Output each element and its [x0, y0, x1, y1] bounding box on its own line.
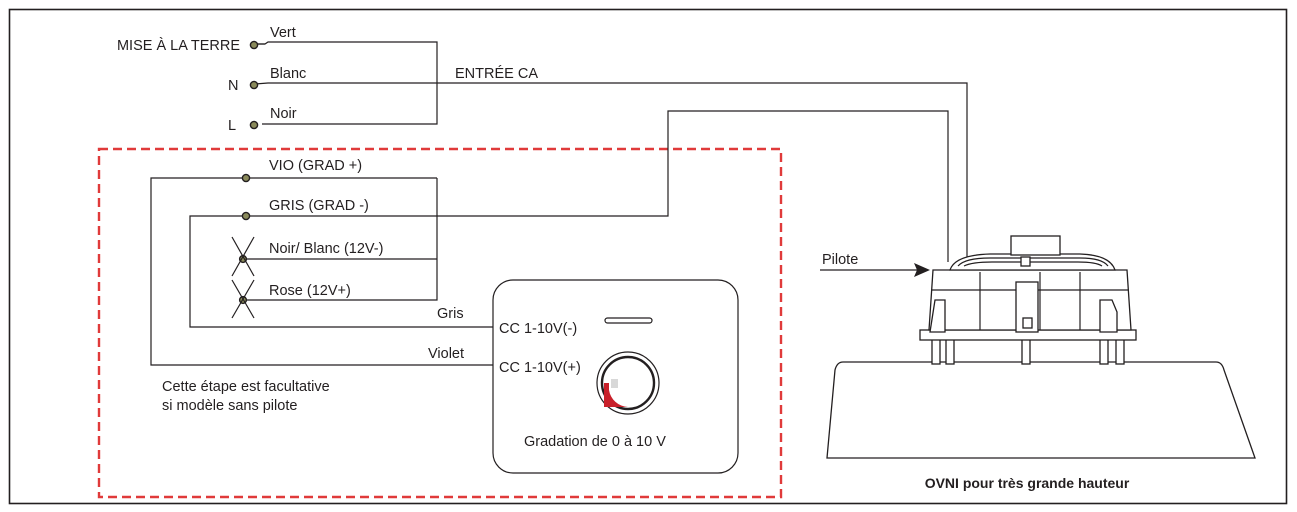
gris-terminal — [241, 211, 251, 221]
noir-blanc-wire-label: Noir/ Blanc (12V-) — [269, 241, 383, 257]
ground-wire-label: Vert — [270, 25, 296, 41]
dimmer-slot — [604, 317, 653, 324]
fixture-caption: OVNI pour très grande hauteur — [925, 475, 1130, 491]
dimmer-caption: Gradation de 0 à 10 V — [524, 434, 666, 450]
ground-label: MISE À LA TERRE — [117, 37, 240, 54]
neutral-label: N — [228, 78, 238, 94]
dimmer-knob-ring — [600, 355, 656, 411]
diagram-border — [8, 8, 1288, 505]
ac-input-label: ENTRÉE CA — [455, 65, 538, 82]
line-terminal — [249, 120, 259, 130]
gris-wire-label: GRIS (GRAD -) — [269, 198, 369, 214]
dimmer-terminal-minus: CC 1-10V(-) — [499, 321, 577, 337]
line-wire-label: Noir — [270, 106, 297, 122]
vio-wire-label: VIO (GRAD +) — [269, 158, 362, 174]
pilot-label: Pilote — [822, 252, 858, 268]
cut-marker-noir-blanc — [231, 236, 255, 277]
gris-dimmer-wire-label: Gris — [437, 306, 464, 322]
optional-note-line2: si modèle sans pilote — [162, 398, 297, 414]
optional-step-box — [97, 147, 783, 499]
fixture-legs — [931, 337, 1125, 365]
pilot-arrow-head — [914, 263, 930, 277]
ground-terminal — [249, 40, 259, 50]
high-bay-fixture — [826, 235, 1256, 459]
vio-terminal — [241, 173, 251, 183]
dimming-wires — [150, 110, 949, 366]
cut-marker-rose — [231, 279, 255, 319]
dimmer-terminal-plus: CC 1-10V(+) — [499, 360, 581, 376]
dimmer-switch — [492, 279, 739, 474]
line-label: L — [228, 118, 236, 134]
optional-note-line1: Cette étape est facultative — [162, 379, 330, 395]
dimmer-knob-level — [604, 383, 628, 407]
ac-input-wires — [254, 41, 968, 262]
neutral-terminal — [249, 80, 259, 90]
violet-dimmer-wire-label: Violet — [428, 346, 464, 362]
neutral-wire-label: Blanc — [270, 66, 306, 82]
rose-wire-label: Rose (12V+) — [269, 283, 351, 299]
